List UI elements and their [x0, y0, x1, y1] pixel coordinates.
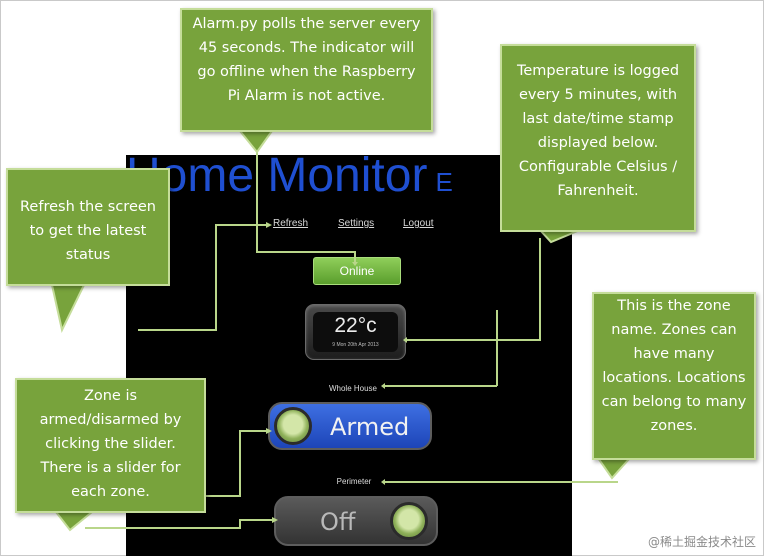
- zone-slider-whole-house[interactable]: Armed: [268, 402, 432, 450]
- zone-name-whole-house: Whole House: [328, 384, 378, 393]
- temperature-value: 22°c: [334, 314, 377, 337]
- connector-refresh: [138, 224, 266, 331]
- callout-alarm-polling: Alarm.py polls the server every 45 secon…: [180, 8, 433, 132]
- temperature-timestamp: 9 Mon 20th Apr 2013: [332, 342, 379, 348]
- title-suffix: E: [435, 167, 453, 197]
- tail-zone: [596, 457, 633, 480]
- zone-name-perimeter: Perimeter: [336, 477, 372, 486]
- callout-slider: Zone is armed/disarmed by clicking the s…: [15, 378, 206, 513]
- zone-slider-perimeter[interactable]: Off: [274, 496, 438, 546]
- watermark: @稀土掘金技术社区: [647, 535, 756, 549]
- temperature-widget: 22°c 9 Mon 20th Apr 2013: [305, 304, 406, 360]
- title-text: Home Monitor: [126, 149, 428, 202]
- connector-alarm: [256, 132, 356, 262]
- logout-link[interactable]: Logout: [403, 218, 434, 229]
- slider-state-label: Armed: [330, 413, 410, 441]
- connector-slider-1: [172, 430, 266, 497]
- callout-temperature: Temperature is logged every 5 minutes, w…: [500, 44, 696, 232]
- tail-refresh: [50, 284, 86, 334]
- refresh-link[interactable]: Refresh: [273, 218, 309, 229]
- slider-state-label: Off: [320, 508, 356, 536]
- temperature-display: 22°c 9 Mon 20th Apr 2013: [313, 312, 398, 352]
- connector-slider-2: [85, 519, 272, 529]
- tail-alarm: [237, 130, 274, 154]
- slider-knob[interactable]: [390, 502, 428, 540]
- online-status-indicator: Online: [313, 257, 401, 285]
- callout-refresh: Refresh the screen to get the latest sta…: [6, 168, 170, 286]
- callout-zone-name: This is the zone name. Zones can have ma…: [592, 292, 756, 460]
- settings-link[interactable]: Settings: [338, 218, 375, 229]
- slider-knob[interactable]: [274, 407, 312, 445]
- connector-temperature: [407, 238, 541, 341]
